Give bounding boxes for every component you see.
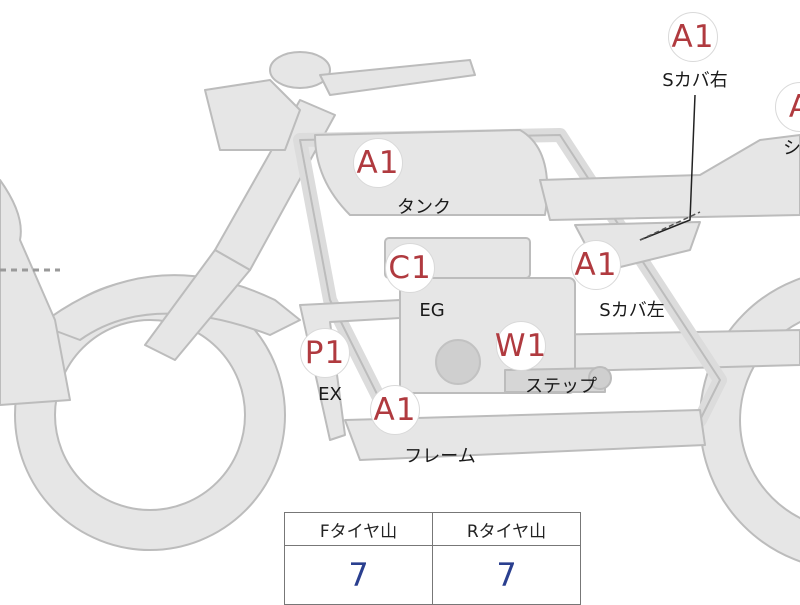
leader-dashed bbox=[639, 211, 701, 241]
leader-line bbox=[639, 94, 696, 241]
handlebar bbox=[319, 59, 476, 96]
label-frame: フレーム bbox=[404, 446, 476, 467]
tread-header-row: Fタイヤ山 Rタイヤ山 bbox=[284, 512, 581, 546]
seat bbox=[539, 134, 800, 221]
tread-value-row: 7 7 bbox=[284, 545, 581, 605]
marker-sright-code[interactable]: A1 bbox=[668, 12, 718, 62]
step-peg bbox=[588, 366, 612, 390]
front-tread-header: Fタイヤ山 bbox=[284, 512, 433, 546]
marker-exhaust-code[interactable]: P1 bbox=[300, 328, 350, 378]
rear-tread-value[interactable]: 7 bbox=[432, 545, 581, 605]
tire-tread-table: Fタイヤ山 Rタイヤ山 7 7 bbox=[284, 512, 581, 605]
label-tank: タンク bbox=[397, 197, 451, 218]
marker-frame-code[interactable]: A1 bbox=[370, 385, 420, 435]
label-sright: Sカバ右 bbox=[662, 70, 728, 91]
muffler bbox=[344, 409, 706, 461]
marker-tank-code[interactable]: A1 bbox=[353, 138, 403, 188]
label-engine: EG bbox=[419, 300, 445, 321]
side-bag bbox=[0, 179, 71, 406]
footrest bbox=[504, 367, 606, 393]
gauge bbox=[269, 51, 331, 89]
rear-wheel-hub bbox=[739, 320, 800, 520]
engine-cover bbox=[435, 339, 481, 385]
label-step: ステップ bbox=[525, 376, 597, 397]
marker-step-code[interactable]: W1 bbox=[495, 321, 546, 371]
label-exhaust: EX bbox=[318, 384, 342, 405]
headlight bbox=[204, 79, 301, 151]
marker-engine-code[interactable]: C1 bbox=[385, 243, 435, 293]
marker-sleft-code[interactable]: A1 bbox=[571, 240, 621, 290]
swing-arm bbox=[539, 329, 800, 373]
rear-tread-header: Rタイヤ山 bbox=[432, 512, 581, 546]
fork-lower bbox=[144, 249, 251, 361]
front-fender bbox=[39, 274, 301, 341]
label-sleft: Sカバ左 bbox=[599, 300, 665, 321]
front-tread-value[interactable]: 7 bbox=[284, 545, 433, 605]
label-seat: シ bbox=[783, 138, 800, 159]
front-wheel-hub bbox=[54, 319, 246, 511]
